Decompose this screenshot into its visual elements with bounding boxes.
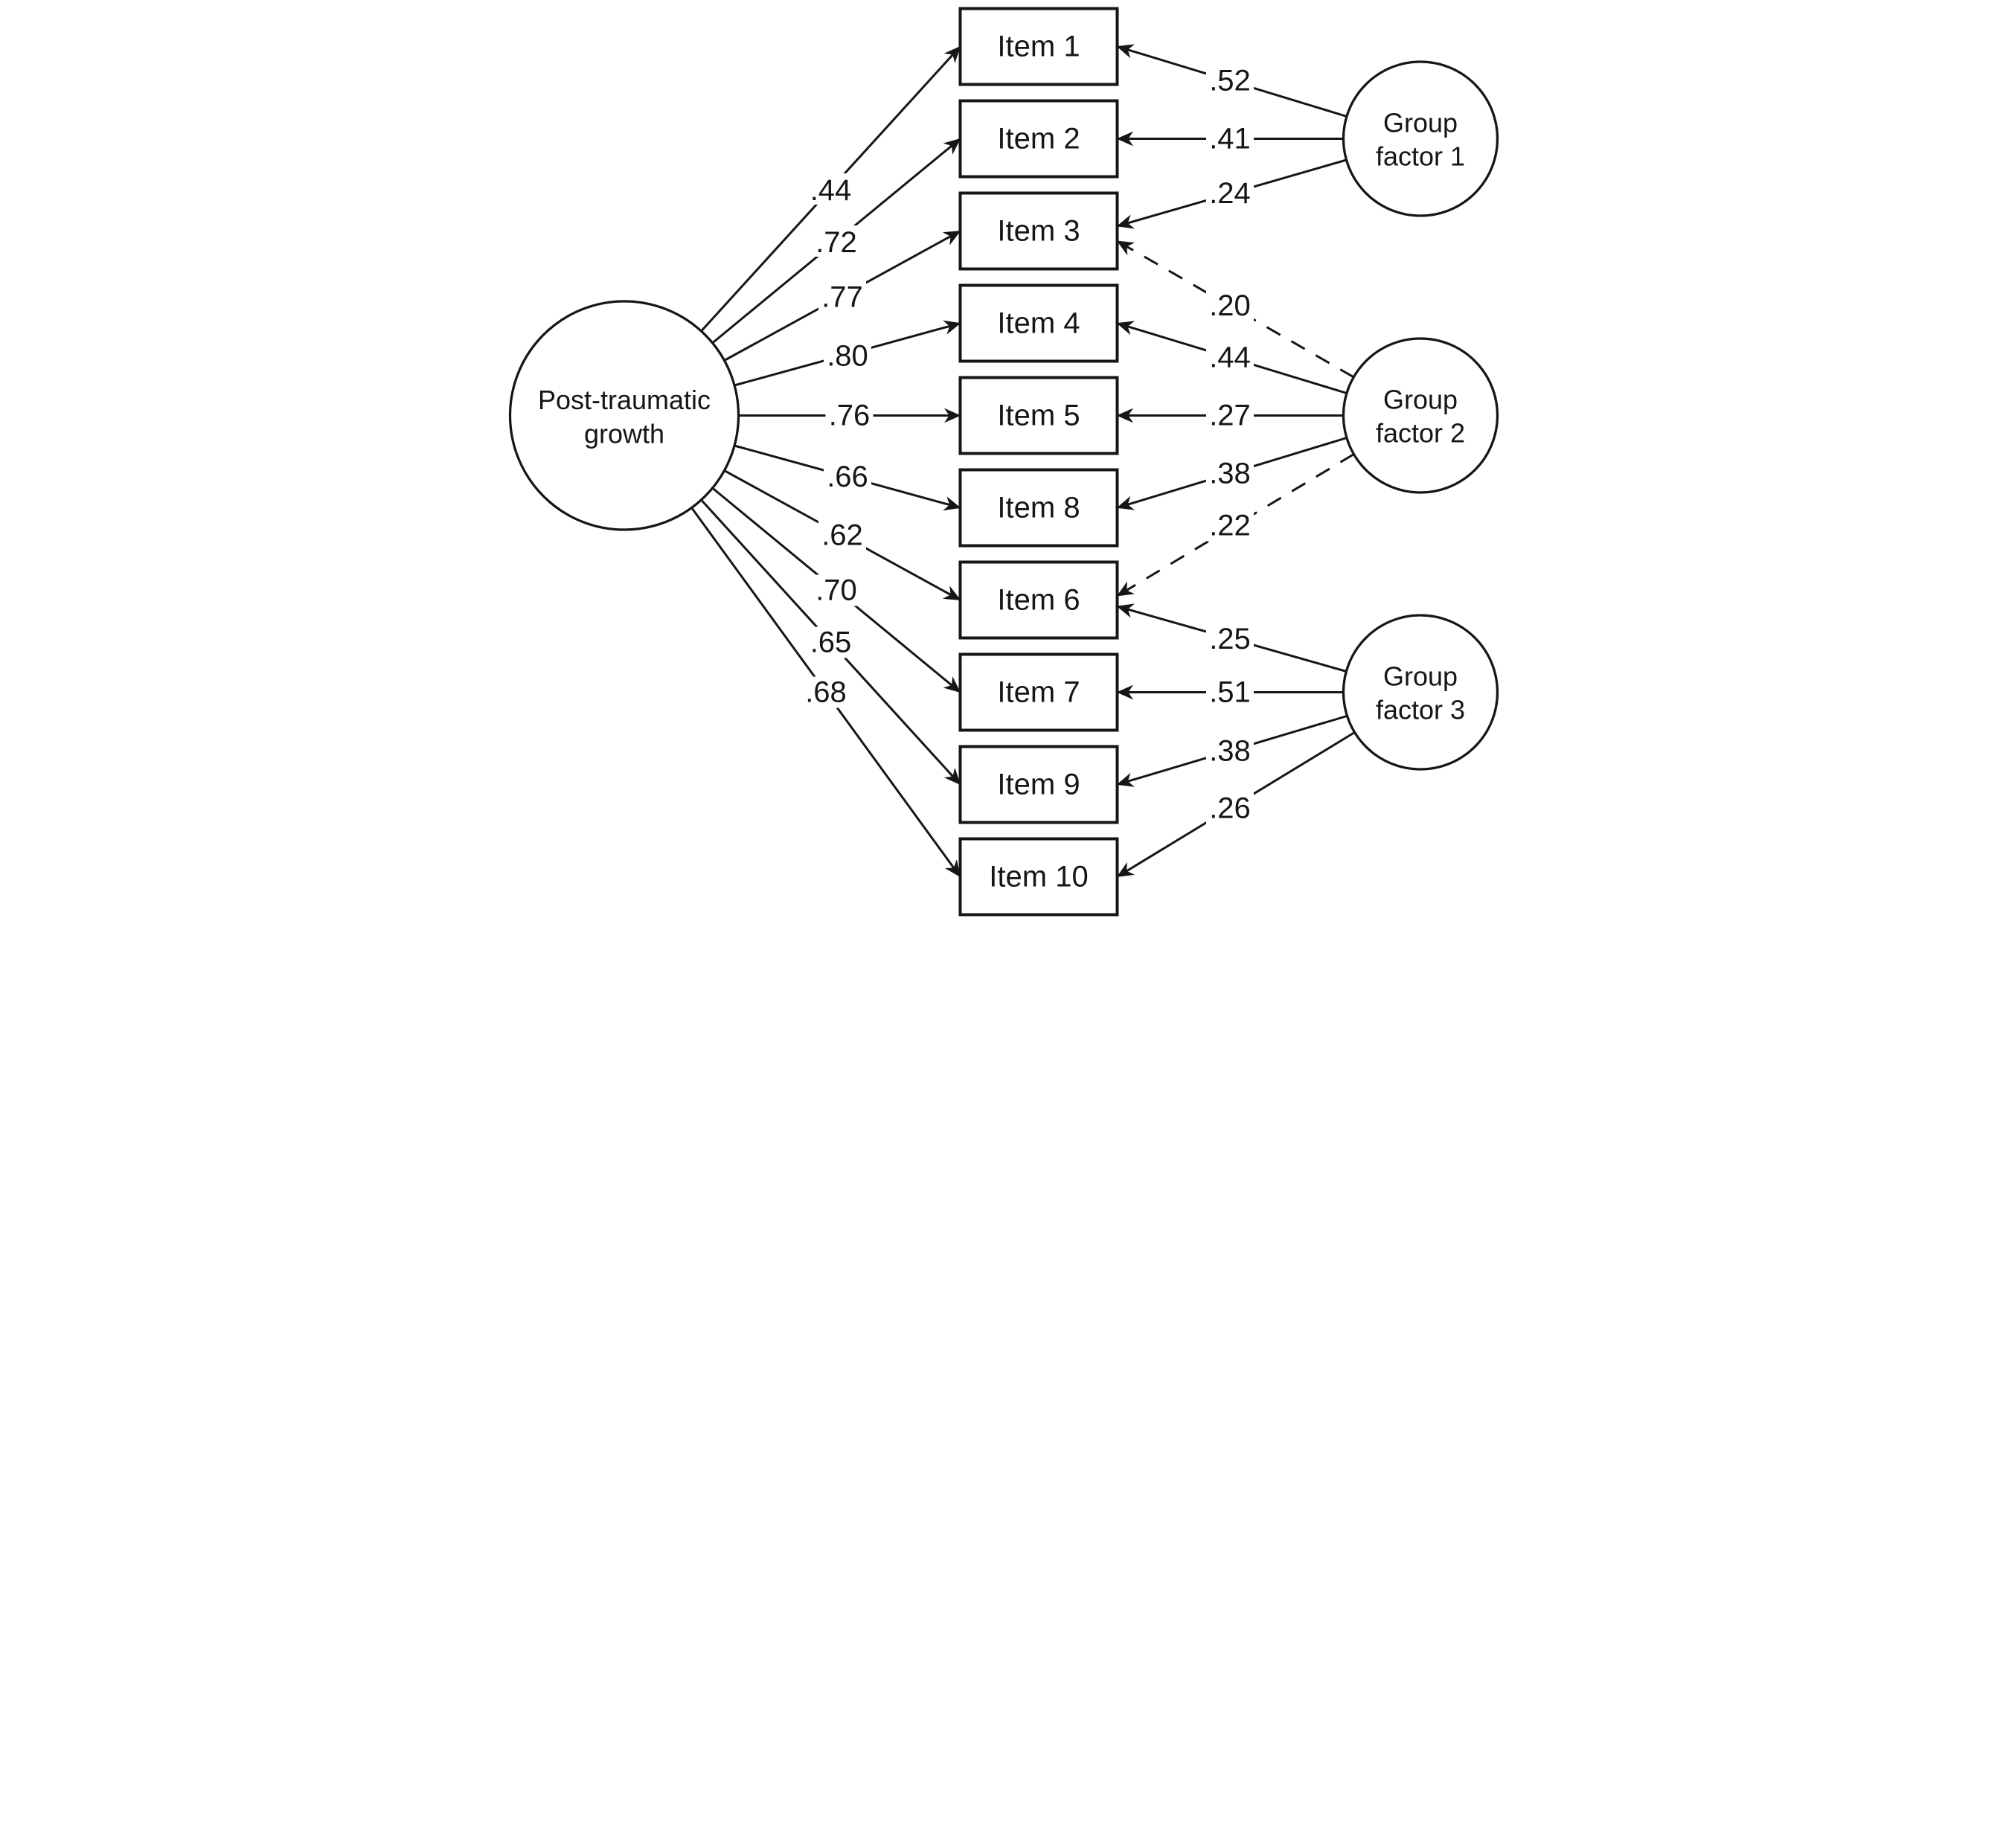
group1-loading-value-item2: .41 xyxy=(1209,123,1251,155)
item-box-5 xyxy=(958,376,1119,455)
group2-loading-path-item6-dashed xyxy=(1116,453,1355,597)
general-factor-label-line1: Post-traumatic xyxy=(538,385,711,415)
group2-loading-value-item6: .22 xyxy=(1209,510,1251,542)
label-gap xyxy=(807,626,855,658)
item-box-10 xyxy=(958,837,1119,917)
item-label-9: Item 9 xyxy=(997,769,1080,801)
item-label-7: Item 7 xyxy=(997,676,1080,709)
label-gap xyxy=(818,280,866,312)
item-box-7 xyxy=(958,652,1119,732)
item-box-8 xyxy=(958,468,1119,548)
item-label-1: Item 1 xyxy=(997,31,1080,63)
item-box-9 xyxy=(958,745,1119,824)
group-factor-3-label-line2: factor 3 xyxy=(1376,695,1465,725)
label-gap xyxy=(807,173,855,205)
group-factor-1-label-line2: factor 1 xyxy=(1376,141,1465,172)
general-loading-value-item9: .65 xyxy=(810,626,852,659)
group3-loading-value-item10: .26 xyxy=(1209,792,1251,825)
label-gap xyxy=(1206,735,1254,767)
item-box-6 xyxy=(958,560,1119,640)
item-label-4: Item 4 xyxy=(997,307,1080,340)
label-gap xyxy=(1206,123,1254,155)
general-factor-ellipse xyxy=(508,300,740,531)
label-gap xyxy=(1206,458,1254,490)
item-box-3 xyxy=(958,191,1119,271)
group2-loading-value-item8: .38 xyxy=(1209,458,1251,490)
group-factor-1-ellipse xyxy=(1342,60,1499,217)
label-gap xyxy=(818,519,866,551)
general-loading-value-item6: .62 xyxy=(821,519,863,552)
item-label-2: Item 2 xyxy=(997,123,1080,155)
group1-loading-value-item1: .52 xyxy=(1209,65,1251,97)
label-gap xyxy=(1206,510,1254,542)
general-loading-value-item8: .66 xyxy=(827,461,868,493)
group-factor-2-label-line1: Group xyxy=(1383,385,1458,415)
general-loading-value-item1: .44 xyxy=(810,174,852,207)
item-label-5: Item 5 xyxy=(997,400,1080,432)
general-loading-value-item7: .70 xyxy=(815,574,857,607)
label-gap xyxy=(813,574,860,606)
group-factor-2-label-line2: factor 2 xyxy=(1376,418,1465,449)
group2-loading-path-item3-dashed xyxy=(1116,240,1355,379)
item-box-2 xyxy=(958,99,1119,179)
label-gap xyxy=(825,400,874,431)
group3-loading-value-item9: .38 xyxy=(1209,735,1251,768)
sem-path-diagram: Item 1 Item 2 Item 3 Item 4 Item 5 Item … xyxy=(508,7,1499,917)
label-gap xyxy=(1206,400,1254,431)
general-loading-value-item5: .76 xyxy=(829,400,871,432)
label-gap xyxy=(1206,792,1254,824)
item-label-6: Item 6 xyxy=(997,584,1080,617)
label-gap xyxy=(1206,341,1254,373)
group-factor-3-label-line1: Group xyxy=(1383,661,1458,692)
general-loading-value-item2: .72 xyxy=(815,226,857,259)
item-label-3: Item 3 xyxy=(997,215,1080,248)
label-gap xyxy=(802,676,850,708)
group-factor-2-ellipse xyxy=(1342,337,1499,494)
group3-loading-value-item6: .25 xyxy=(1209,623,1251,655)
label-gap xyxy=(1206,623,1254,655)
label-gap xyxy=(1206,178,1254,209)
label-gap xyxy=(813,225,860,257)
group2-loading-value-item3: .20 xyxy=(1209,289,1251,322)
group2-loading-value-item5: .27 xyxy=(1209,400,1251,432)
item-label-8: Item 8 xyxy=(997,492,1080,524)
bifactor-sem-figure: Item 1 Item 2 Item 3 Item 4 Item 5 Item … xyxy=(502,0,1504,924)
group2-loading-value-item4: .44 xyxy=(1209,341,1251,374)
label-gap xyxy=(1206,676,1254,708)
item-box-1 xyxy=(958,7,1119,86)
general-loading-value-item3: .77 xyxy=(821,281,863,314)
item-label-10: Item 10 xyxy=(989,861,1088,893)
group1-loading-value-item3: .24 xyxy=(1209,177,1251,210)
group3-loading-value-item7: .51 xyxy=(1209,676,1251,709)
general-factor-label-line2: growth xyxy=(584,419,664,449)
group-factor-1-label-line1: Group xyxy=(1383,108,1458,138)
label-gap xyxy=(1206,290,1254,321)
general-loading-value-item4: .80 xyxy=(827,340,868,373)
label-gap xyxy=(824,461,871,493)
label-gap xyxy=(824,339,871,370)
general-loading-value-item10: .68 xyxy=(805,676,847,709)
label-gap xyxy=(1206,65,1254,97)
group-factor-3-ellipse xyxy=(1342,614,1499,771)
item-box-4 xyxy=(958,283,1119,363)
